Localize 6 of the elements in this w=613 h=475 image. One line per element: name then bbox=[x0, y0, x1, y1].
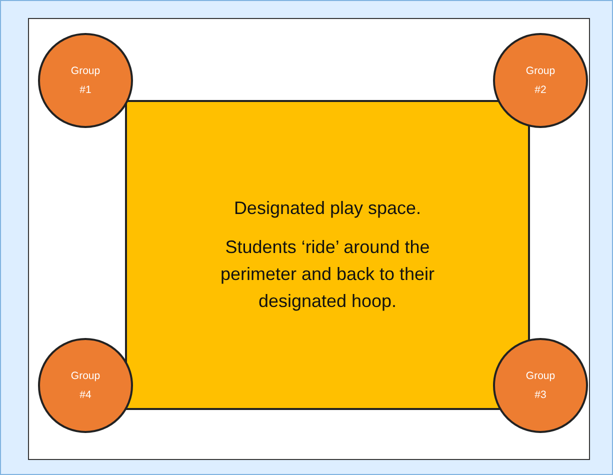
play-space-text: Designated play space. bbox=[232, 197, 422, 220]
group-label: Group #1 bbox=[70, 64, 102, 98]
group-label: Group #2 bbox=[524, 64, 556, 98]
play-space-text: Students ‘ride’ around the perimeter and back to their designated hoop. bbox=[219, 236, 436, 313]
group-label: Group #4 bbox=[70, 368, 102, 402]
group-label: Group #3 bbox=[524, 368, 556, 402]
